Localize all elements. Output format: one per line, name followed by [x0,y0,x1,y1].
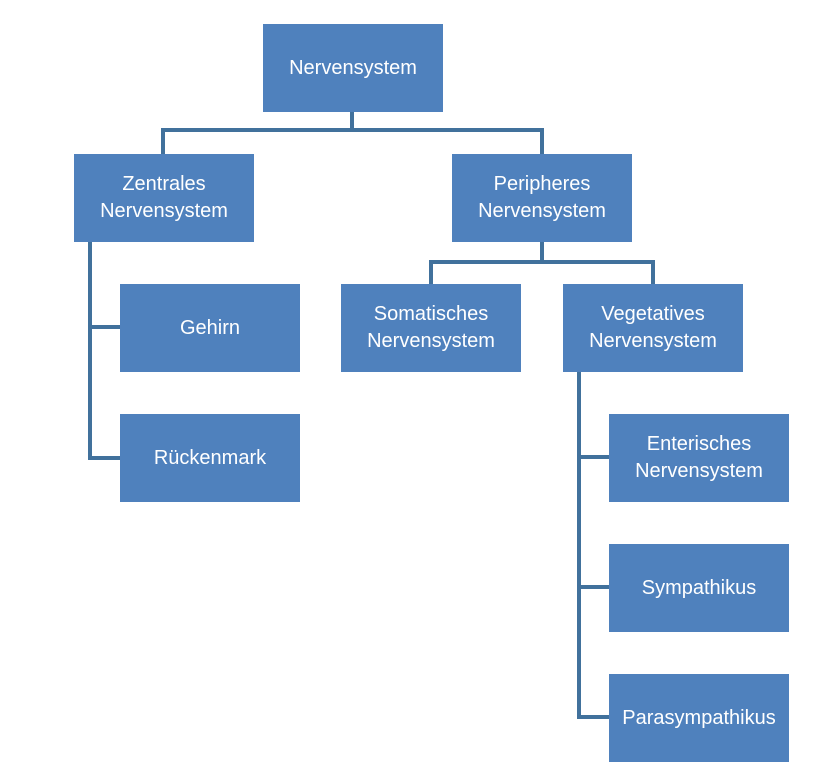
node-rueckenmark: Rückenmark [120,414,300,502]
node-vegetatives-nervensystem: Vegetatives Nervensystem [563,284,743,372]
node-nervensystem: Nervensystem [263,24,443,112]
node-parasympathikus: Parasympathikus [609,674,789,762]
node-enterisches-nervensystem: Enterisches Nervensystem [609,414,789,502]
node-somatisches-nervensystem: Somatisches Nervensystem [341,284,521,372]
node-gehirn: Gehirn [120,284,300,372]
node-sympathikus: Sympathikus [609,544,789,632]
node-zentrales-nervensystem: Zentrales Nervensystem [74,154,254,242]
node-peripheres-nervensystem: Peripheres Nervensystem [452,154,632,242]
